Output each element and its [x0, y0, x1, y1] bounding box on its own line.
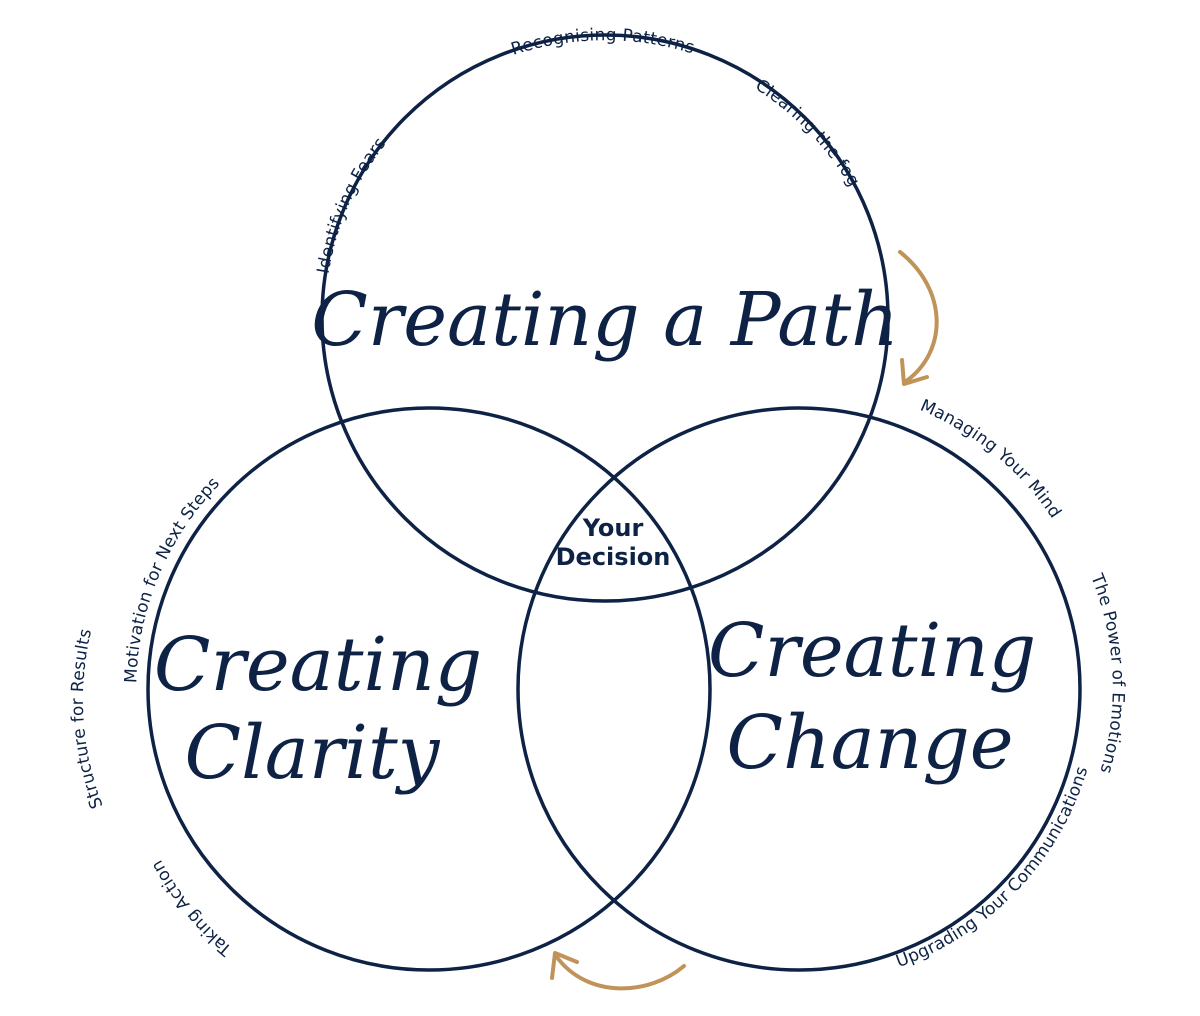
arrow-top-to-right: [898, 250, 939, 386]
title-creating-a-path: Creating a Path: [311, 277, 898, 363]
label-recognising-patterns: Recognising Patterns: [509, 25, 697, 60]
center-label-line2: Decision: [556, 543, 671, 571]
center-label-line1: Your: [582, 514, 644, 542]
label-identifying-fears: Identifying Fears: [314, 134, 391, 275]
label-structure-for-results: Structure for Results: [68, 627, 108, 812]
arrow-right-to-left: [550, 951, 686, 991]
label-taking-action: Taking Action: [147, 857, 237, 961]
circle-top: [320, 33, 890, 603]
title-creating-clarity-line2: Clarity: [185, 710, 441, 796]
circle-left: [146, 406, 712, 972]
title-creating-clarity-line1: Creating: [154, 622, 482, 708]
title-creating-change-line2: Change: [726, 700, 1013, 786]
label-managing-your-mind: Managing Your Mind: [917, 396, 1065, 522]
label-power-of-emotions: The Power of Emotions: [1086, 570, 1128, 776]
label-clearing-the-fog: Clearing the fog: [752, 76, 864, 191]
circle-right: [516, 406, 1082, 972]
title-creating-change-line1: Creating: [708, 608, 1036, 694]
